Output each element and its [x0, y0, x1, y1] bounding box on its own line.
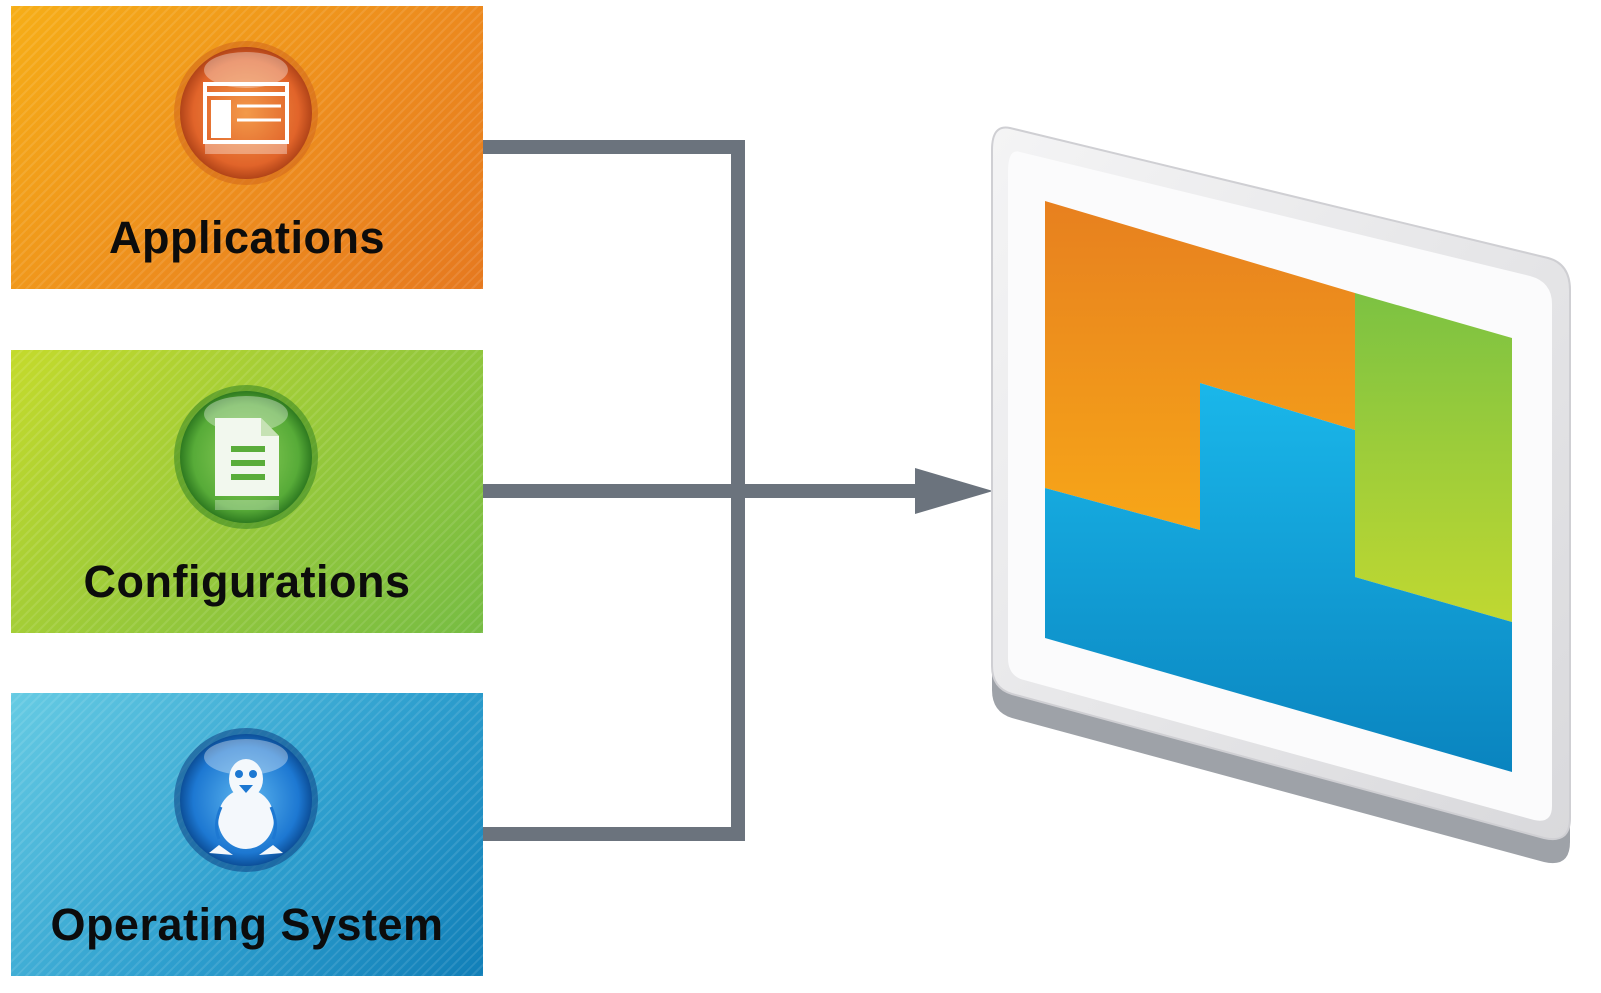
- applications-tile: Applications: [11, 6, 483, 289]
- virtual-machine-image-icon: [991, 126, 1571, 864]
- linux-penguin-icon: [173, 727, 319, 873]
- configurations-label: Configurations: [83, 556, 411, 607]
- configurations-tile: Configurations: [11, 350, 483, 633]
- application-window-icon: [173, 40, 319, 186]
- applications-label: Applications: [108, 212, 386, 263]
- document-icon: [173, 384, 319, 530]
- arrow-head: [915, 468, 993, 514]
- operating-system-tile: Operating System: [11, 693, 483, 976]
- operating-system-label: Operating System: [50, 899, 444, 950]
